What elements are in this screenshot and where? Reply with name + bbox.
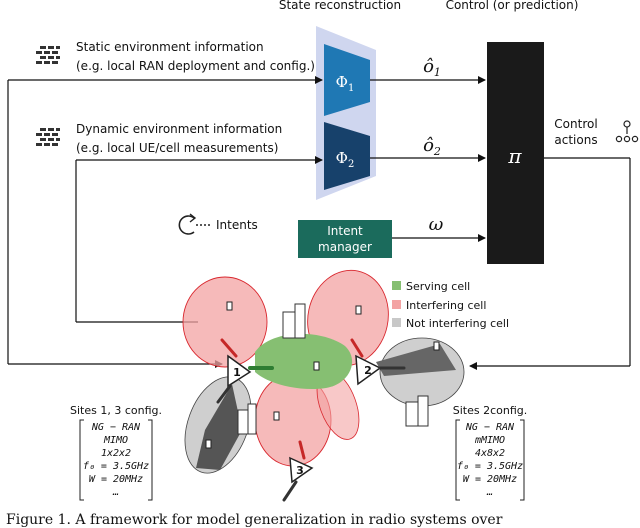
config-right: Sites 2config. NG − RAN mMIMO 4x8x2 f₀ =… bbox=[453, 404, 528, 501]
building-icon bbox=[237, 303, 429, 435]
beam-arrow bbox=[282, 480, 298, 502]
ue-icon bbox=[205, 439, 212, 449]
legend-serving-label: Serving cell bbox=[406, 280, 470, 293]
wall-icon bbox=[36, 46, 60, 64]
loop-arrow-icon bbox=[178, 213, 210, 235]
dynamic-env-sub: (e.g. local UE/cell measurements) bbox=[76, 141, 278, 155]
phi1-encoder bbox=[324, 44, 370, 116]
intents-label: Intents bbox=[216, 218, 258, 232]
config-left-line: … bbox=[112, 487, 119, 498]
site-1-antenna bbox=[227, 354, 252, 388]
legend-interfering-label: Interfering cell bbox=[406, 299, 486, 312]
figure-caption: Figure 1. A framework for model generali… bbox=[6, 512, 503, 528]
intent-manager-box bbox=[298, 220, 392, 258]
connectors bbox=[7, 76, 631, 370]
config-right-line: W = 20MHz bbox=[463, 474, 517, 485]
config-left-line: W = 20MHz bbox=[89, 474, 143, 485]
config-left-line: 1x2x2 bbox=[101, 448, 131, 459]
dynamic-env-title: Dynamic environment information bbox=[76, 122, 282, 136]
phi2-label: Φ2 bbox=[336, 149, 355, 170]
config-right-title: Sites 2config. bbox=[453, 404, 528, 417]
static-env-sub: (e.g. local RAN deployment and config.) bbox=[76, 59, 315, 73]
intent-manager-label-2: manager bbox=[318, 240, 372, 254]
ue-icon bbox=[355, 305, 362, 315]
policy-pi-label: π bbox=[507, 144, 522, 168]
o1-hat-label: ô1 bbox=[423, 56, 441, 79]
site-1-label: 1 bbox=[233, 366, 241, 379]
config-right-line: … bbox=[486, 487, 493, 498]
omega-label: ω bbox=[429, 214, 444, 235]
o2-hat-label: ô2 bbox=[423, 135, 441, 158]
beam-arrows bbox=[216, 338, 406, 502]
config-right-line: mMIMO bbox=[474, 435, 505, 446]
ue-icon bbox=[313, 361, 320, 371]
control-actions-label-2: actions bbox=[554, 133, 597, 147]
site-3-label: 3 bbox=[296, 464, 304, 477]
config-left-line: f₀ = 3.5GHz bbox=[83, 461, 149, 472]
legend-interfering-swatch bbox=[392, 300, 401, 309]
site-2-label: 2 bbox=[364, 364, 372, 377]
ue-icon bbox=[273, 411, 280, 421]
legend-not-interfering-swatch bbox=[392, 318, 401, 327]
interfering-beam-arrow bbox=[350, 338, 364, 358]
ue-icons bbox=[205, 301, 440, 449]
control-prediction-label: Control (or prediction) bbox=[446, 0, 579, 12]
ue-icon bbox=[226, 301, 233, 311]
static-env-title: Static environment information bbox=[76, 40, 264, 54]
config-right-line: f₀ = 3.5GHz bbox=[457, 461, 523, 472]
phi1-label: Φ1 bbox=[336, 73, 355, 94]
dynamic-env-input: Dynamic environment information (e.g. lo… bbox=[36, 122, 282, 155]
state-reconstruction-label: State reconstruction bbox=[279, 0, 401, 12]
wall-icon bbox=[36, 128, 60, 146]
cell-scene: 1 2 3 bbox=[182, 269, 465, 502]
legend: Serving cell Interfering cell Not interf… bbox=[392, 280, 509, 330]
config-right-line: 4x8x2 bbox=[475, 448, 505, 459]
state-reconstruction-block: Φ1 Φ2 bbox=[316, 26, 376, 200]
cell-site1-north bbox=[182, 276, 268, 368]
beam-arrow bbox=[216, 384, 232, 404]
config-left: Sites 1, 3 config. NG − RAN MIMO 1x2x2 f… bbox=[70, 404, 162, 501]
interfering-beam-arrow bbox=[220, 338, 238, 358]
control-actions-icon bbox=[615, 120, 639, 143]
site-3-antenna bbox=[289, 456, 314, 484]
intents-input: Intents bbox=[178, 213, 258, 235]
policy-pi-box bbox=[487, 42, 544, 264]
config-left-line: MIMO bbox=[103, 435, 128, 446]
config-left-title: Sites 1, 3 config. bbox=[70, 404, 162, 417]
phi2-encoder bbox=[324, 122, 370, 190]
interfering-beam-arrow bbox=[298, 440, 306, 460]
static-env-input: Static environment information (e.g. loc… bbox=[36, 40, 315, 73]
legend-serving-swatch bbox=[392, 281, 401, 290]
config-right-line: NG − RAN bbox=[465, 422, 515, 433]
legend-not-interfering-label: Not interfering cell bbox=[406, 317, 509, 330]
site-2-antenna bbox=[355, 354, 382, 386]
control-actions-label-1: Control bbox=[554, 117, 597, 131]
cell-site1-serving bbox=[255, 333, 353, 390]
config-left-line: NG − RAN bbox=[91, 422, 141, 433]
ue-icon bbox=[433, 341, 440, 351]
intent-manager-label-1: Intent bbox=[327, 224, 363, 238]
